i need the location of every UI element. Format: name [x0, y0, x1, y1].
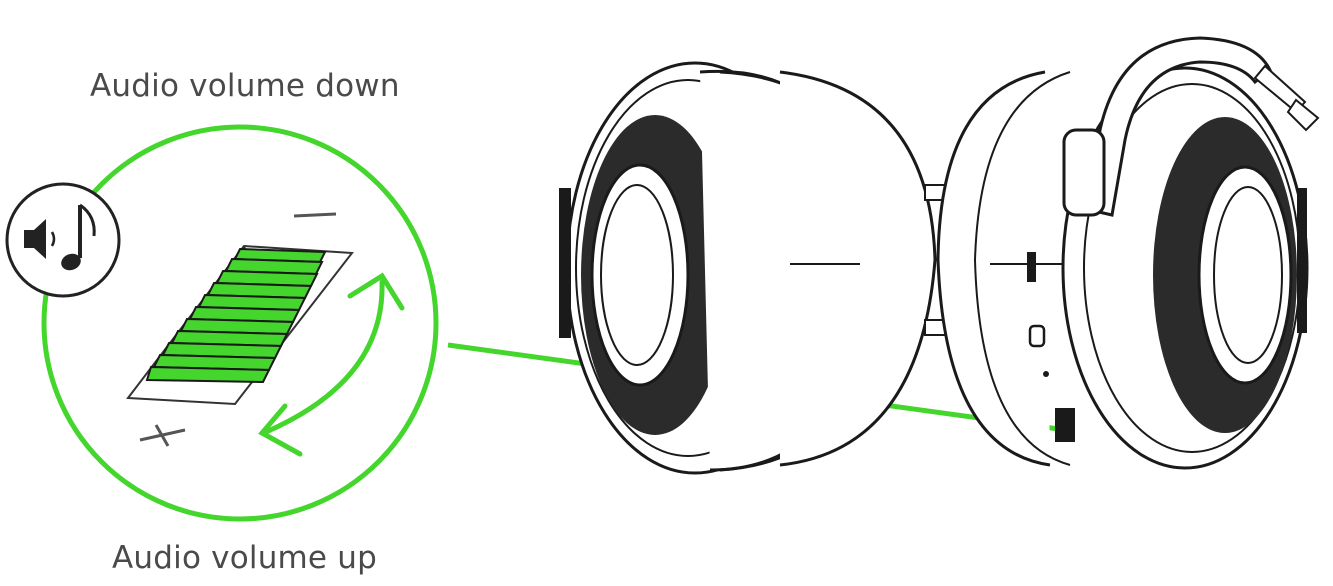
minus-icon — [293, 212, 337, 218]
plus-icon — [139, 424, 186, 447]
speaker-music-note-icon — [5, 182, 121, 298]
volume-down-label: Audio volume down — [90, 68, 400, 104]
double-arrow-icon — [258, 272, 405, 457]
volume-up-label: Audio volume up — [112, 540, 377, 576]
headset-illustration — [559, 36, 1320, 475]
volume-scroll-wheel — [126, 244, 354, 406]
